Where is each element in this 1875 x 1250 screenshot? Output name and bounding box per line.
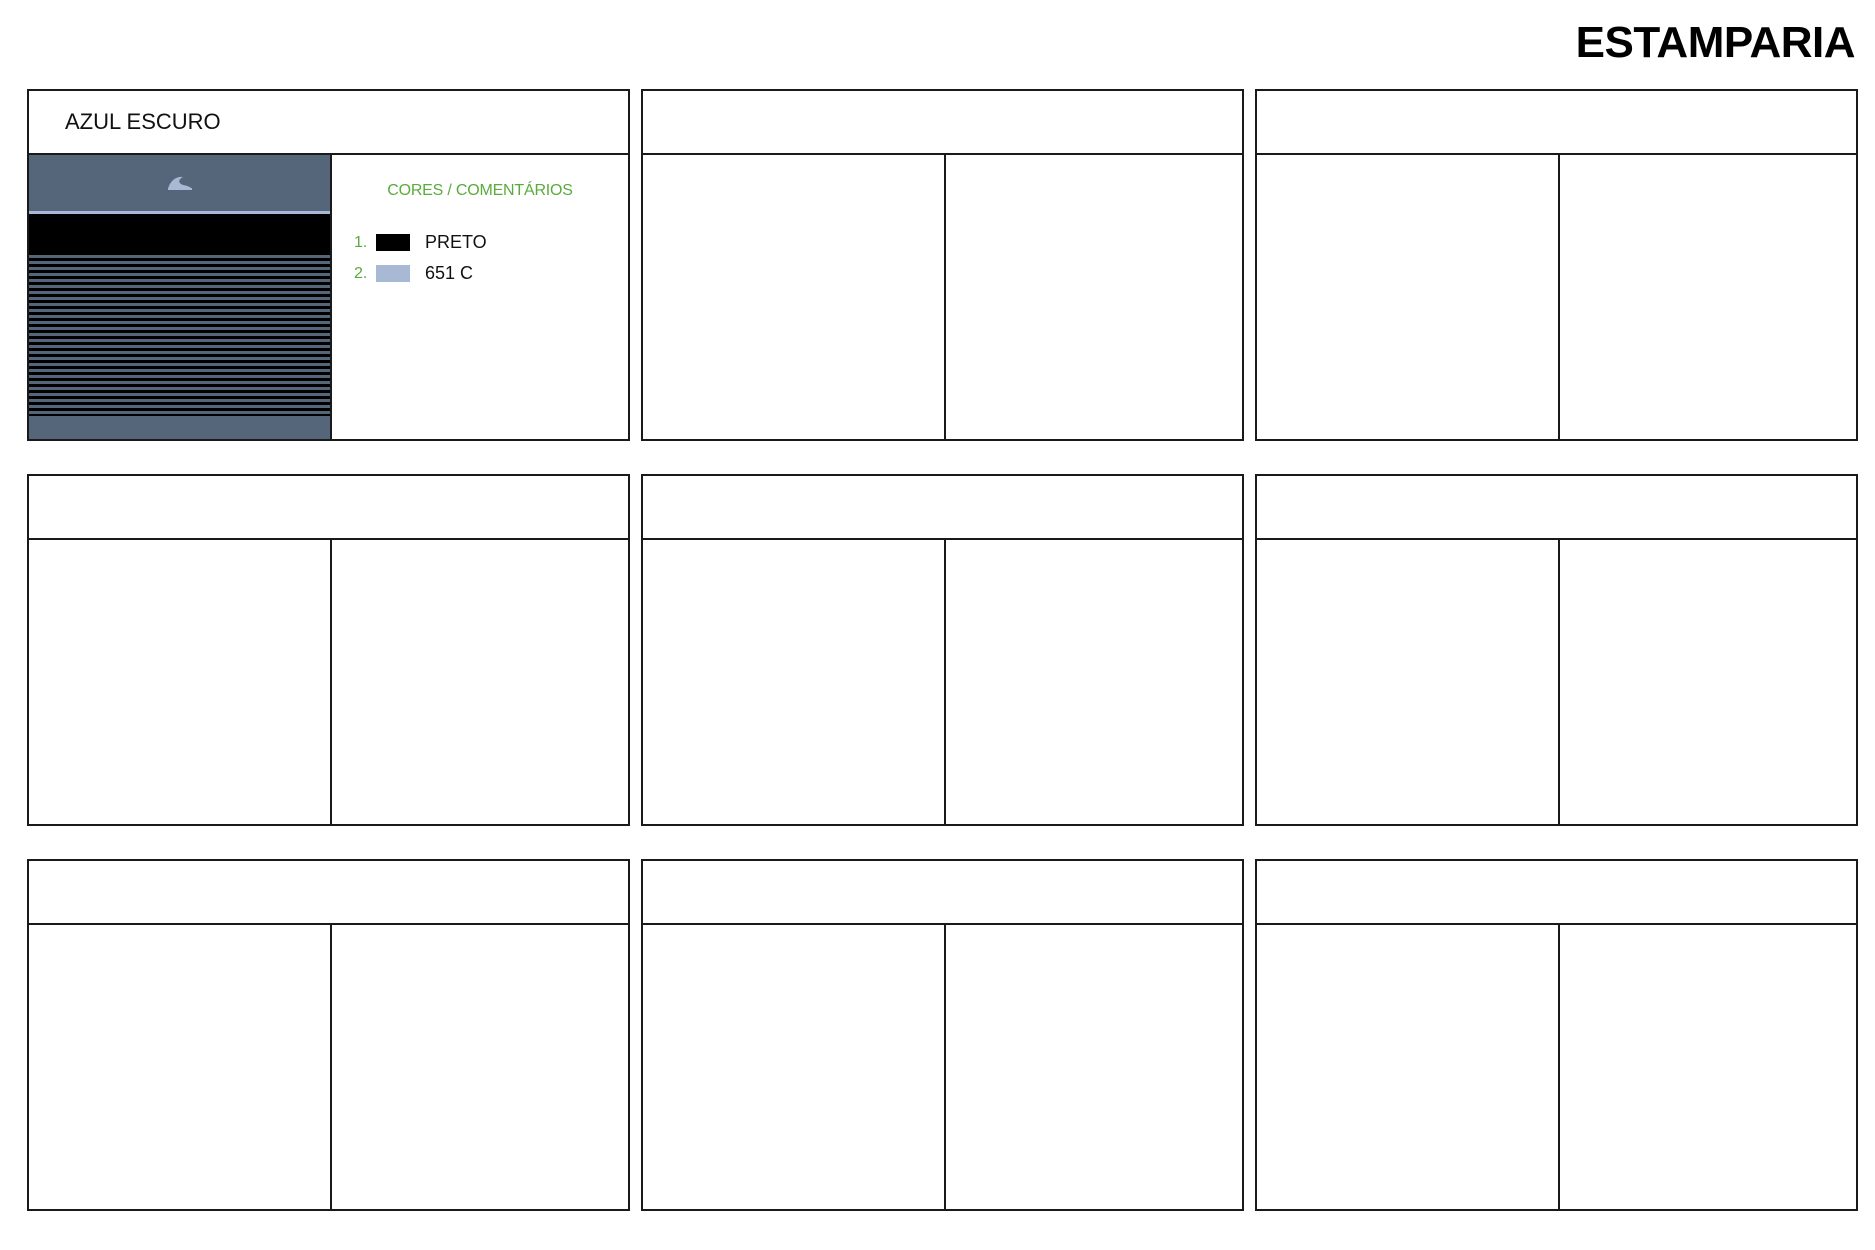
beanie-stripes <box>29 252 330 416</box>
colors-cell <box>332 540 628 824</box>
card-body: CORES / COMENTÁRIOS 1. PRETO 2. 651 C <box>29 155 628 439</box>
product-image-cell <box>643 925 946 1209</box>
color-swatch <box>376 234 410 251</box>
card-header: AZUL ESCURO <box>29 91 628 155</box>
product-image-cell <box>1257 540 1560 824</box>
print-card-7 <box>27 859 630 1211</box>
card-body <box>29 540 628 824</box>
print-card-5 <box>641 474 1244 826</box>
product-image-cell <box>29 925 332 1209</box>
beanie-cuff <box>29 155 330 214</box>
print-card-3 <box>1255 89 1858 441</box>
wave-logo-icon <box>167 176 192 190</box>
card-body <box>1257 925 1856 1209</box>
card-header <box>643 91 1242 155</box>
colors-cell <box>332 925 628 1209</box>
colors-cell <box>1560 925 1856 1209</box>
colors-cell: CORES / COMENTÁRIOS 1. PRETO 2. 651 C <box>332 155 628 439</box>
product-image-cell <box>643 155 946 439</box>
card-header <box>643 861 1242 925</box>
colors-cell <box>946 540 1242 824</box>
color-item: 2. 651 C <box>354 258 487 289</box>
color-item: 1. PRETO <box>354 227 487 258</box>
colors-cell <box>1560 155 1856 439</box>
print-card-4 <box>27 474 630 826</box>
card-body <box>643 155 1242 439</box>
card-header <box>643 476 1242 540</box>
product-image-cell <box>1257 155 1560 439</box>
card-body <box>1257 540 1856 824</box>
print-card-1: AZUL ESCURO CORES <box>27 89 630 441</box>
color-swatch <box>376 265 410 282</box>
beanie-product-image <box>29 155 330 439</box>
card-header <box>29 476 628 540</box>
card-body <box>29 925 628 1209</box>
colors-title: CORES / COMENTÁRIOS <box>387 182 573 199</box>
colors-cell <box>946 155 1242 439</box>
color-name: 651 C <box>425 263 474 283</box>
product-image-cell <box>29 540 332 824</box>
color-number: 2. <box>354 264 368 282</box>
print-card-9 <box>1255 859 1858 1211</box>
card-header <box>1257 476 1856 540</box>
product-image-cell <box>1257 925 1560 1209</box>
color-number: 1. <box>354 233 368 251</box>
colors-cell <box>1560 540 1856 824</box>
colors-cell <box>946 925 1242 1209</box>
page-title: ESTAMPARIA <box>1575 18 1856 67</box>
print-card-6 <box>1255 474 1858 826</box>
card-header <box>1257 861 1856 925</box>
print-card-8 <box>641 859 1244 1211</box>
color-name: PRETO <box>425 232 487 252</box>
product-image-cell <box>643 540 946 824</box>
print-card-2 <box>641 89 1244 441</box>
card-body <box>643 925 1242 1209</box>
print-grid: AZUL ESCURO CORES <box>27 89 1858 1211</box>
card-body <box>643 540 1242 824</box>
card-header <box>1257 91 1856 155</box>
color-list: 1. PRETO 2. 651 C <box>354 227 487 289</box>
product-image-cell <box>29 155 332 439</box>
card-header <box>29 861 628 925</box>
beanie-black-band <box>29 214 330 252</box>
card-body <box>1257 155 1856 439</box>
